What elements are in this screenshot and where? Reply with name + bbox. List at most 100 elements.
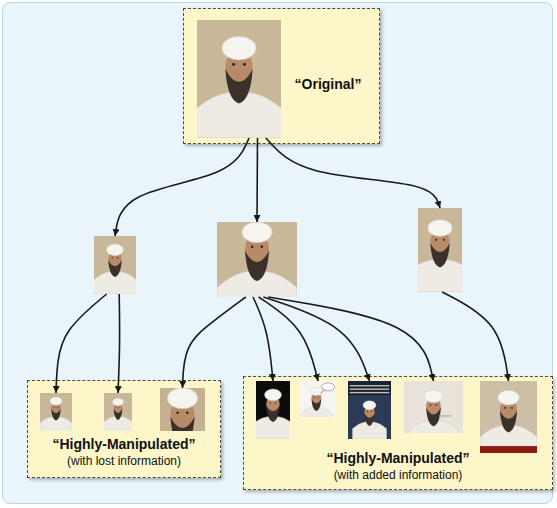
eye	[115, 406, 117, 408]
turban	[107, 244, 124, 256]
photo-thumbnail	[94, 236, 136, 294]
portrait-illustration	[300, 381, 336, 417]
turban	[310, 387, 322, 396]
eye	[119, 406, 121, 408]
arrow-connector	[118, 294, 120, 393]
text-group: “Highly-Manipulated”(with lost informati…	[28, 435, 220, 469]
portrait-illustration	[94, 236, 136, 294]
turban	[242, 222, 272, 243]
photo-background	[404, 381, 463, 433]
photo-background	[348, 381, 391, 439]
arrow-connector	[259, 297, 318, 381]
photo-thumbnail	[404, 381, 463, 433]
portrait-illustration	[418, 208, 462, 292]
beard	[311, 399, 321, 411]
turban	[424, 390, 443, 403]
box-subtitle: (with lost information)	[28, 453, 220, 469]
portrait-illustration	[160, 388, 205, 431]
eye	[270, 402, 271, 403]
photo-thumbnail	[40, 393, 72, 431]
eye	[318, 397, 319, 398]
arrow-connector	[263, 297, 369, 381]
beard	[108, 260, 121, 277]
arrow-connector	[115, 138, 249, 236]
arrow-connector	[183, 297, 246, 388]
turban	[50, 397, 62, 405]
photo-background	[197, 20, 281, 138]
photo-thumbnail	[217, 222, 297, 297]
box-heading: “Highly-Manipulated”	[244, 449, 552, 467]
eye	[314, 397, 315, 398]
arrow-connector	[266, 138, 440, 208]
cover-stripe	[350, 392, 390, 393]
beard	[245, 251, 269, 281]
turban	[428, 220, 453, 237]
beard	[500, 411, 517, 433]
photo-thumbnail	[348, 381, 391, 439]
photo-thumbnail	[104, 393, 132, 431]
arrow-connector	[56, 294, 107, 393]
photo-background	[418, 208, 462, 292]
turban	[265, 389, 282, 401]
arrow-connector	[268, 297, 433, 381]
portrait-illustration	[480, 381, 537, 453]
photo-background	[256, 381, 290, 439]
eye	[443, 239, 445, 241]
beard	[430, 243, 449, 268]
cover-stripe	[350, 389, 390, 390]
photo-background	[104, 393, 132, 431]
group-box: “Highly-Manipulated”(with lost informati…	[27, 380, 221, 478]
photo-thumbnail	[160, 388, 205, 431]
eye	[435, 239, 437, 241]
beard	[114, 409, 123, 420]
cover-band	[348, 381, 391, 395]
group-box: “Highly-Manipulated”(with added informat…	[243, 376, 553, 490]
eye	[186, 411, 189, 414]
eye	[430, 404, 432, 406]
beard	[364, 413, 374, 426]
photo-background	[480, 381, 537, 453]
photo-background	[94, 236, 136, 294]
eye	[436, 404, 438, 406]
portrait-illustration	[404, 381, 463, 433]
portrait-illustration	[197, 20, 281, 138]
portrait-illustration	[104, 393, 132, 431]
turban	[363, 401, 376, 410]
eye	[261, 245, 264, 248]
turban	[498, 390, 520, 405]
portrait-illustration	[217, 222, 297, 297]
beard	[170, 417, 194, 431]
cover-stripe	[350, 385, 390, 386]
arrow-connector	[442, 292, 508, 381]
cigarette	[439, 415, 450, 416]
beard	[51, 408, 61, 420]
eye	[112, 257, 113, 258]
photo-thumbnail	[197, 20, 281, 138]
photo-background	[160, 388, 205, 431]
box-heading: “Highly-Manipulated”	[28, 435, 220, 453]
eye	[251, 245, 254, 248]
eye	[504, 407, 506, 409]
photo-background	[217, 222, 297, 297]
text-group: “Original”	[280, 75, 376, 93]
box-subtitle: (with added information)	[244, 467, 552, 483]
eye	[243, 63, 246, 66]
arrow-connector	[253, 297, 273, 381]
speech-tail	[321, 390, 326, 393]
turban	[112, 398, 123, 406]
eye	[275, 402, 276, 403]
eye	[117, 257, 118, 258]
beard	[225, 69, 252, 103]
photo-background	[300, 381, 336, 417]
box-heading: “Original”	[280, 75, 376, 93]
eye	[232, 63, 235, 66]
turban	[167, 388, 198, 409]
eye	[57, 406, 58, 407]
eye	[511, 407, 513, 409]
beard	[266, 405, 279, 422]
group-box: “Original”	[183, 8, 380, 144]
photo-thumbnail	[256, 381, 290, 439]
eye	[54, 406, 55, 407]
